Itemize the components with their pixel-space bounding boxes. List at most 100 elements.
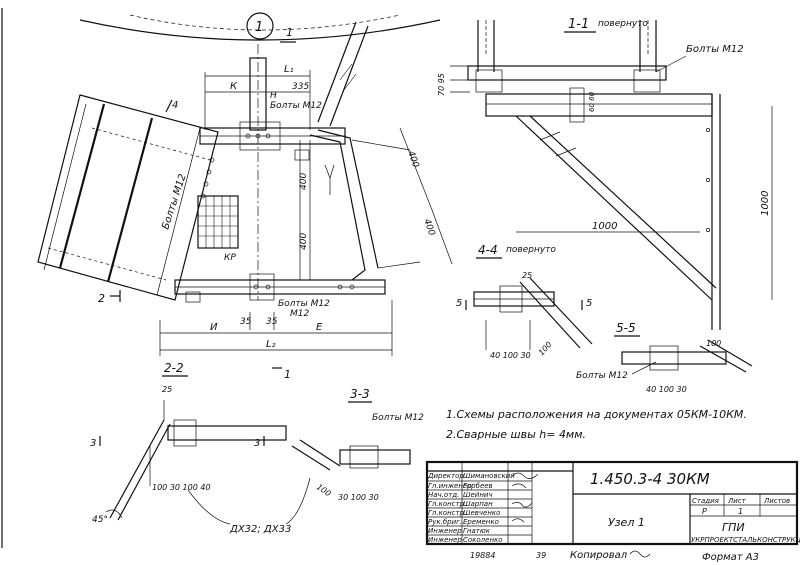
note-1: 1.Схемы расположения на документах 05КМ-… [446, 408, 747, 421]
dim-e: Е [316, 322, 323, 333]
tb-sheet-h: Лист [727, 497, 747, 505]
section-4-4: 4-4 повернуто 25 5 5 40 100 30 100 [456, 243, 593, 360]
note-2: 2.Сварные швы h= 4мм. [446, 428, 586, 441]
section-3-3-bolts: Болты М12 [372, 413, 424, 423]
section-4-4-title: 4-4 [478, 243, 498, 257]
section-mark-bottom: 1 [284, 368, 291, 381]
tb-sheet: 1 [738, 507, 743, 516]
tb-stage: Р [702, 507, 707, 516]
bolt-group-1-1 [706, 128, 710, 232]
profiles-label: ДХ32; ДХ33 [229, 524, 291, 535]
bolts-label-main-top: Болты М12 [270, 101, 322, 111]
dim-k: К [230, 81, 238, 92]
footer-num: 19884 [470, 551, 495, 560]
main-view: 1 1 L₁ К 335 Н Болты М12 [37, 12, 453, 381]
section-1-1: 1-1 повернуто Болты М12 70 95 60 60 1000… [437, 17, 773, 330]
section-mark-2: 2 [98, 292, 105, 305]
dim-35-b: 35 [266, 317, 278, 327]
section-3-3: 3-3 Болты М12 100 30 100 30 [291, 387, 424, 502]
dim-400-d: 400 [421, 218, 436, 238]
bolts-label-main-left: Болты М12 [160, 173, 188, 231]
dim-1000-v: 1000 [760, 191, 771, 216]
section-2-2-d25: 25 [162, 385, 172, 394]
tb-name-0: Шимановский [463, 472, 515, 480]
section-2-2-angle: 45° [92, 515, 108, 525]
hatched-plate [197, 195, 239, 249]
section-3-3-dims: 30 100 30 [338, 493, 379, 502]
section-2-2: 2-2 25 3 3 100 30 100 40 45° [90, 361, 287, 525]
section-5-5-dims: 40 100 30 [646, 385, 687, 394]
tb-code: 1.450.3-4 30КМ [590, 470, 710, 488]
dim-60-60: 60 60 [588, 91, 596, 112]
tb-name-3: Шарпан [463, 500, 493, 508]
section-5-5-bolts: Болты М12 [576, 371, 628, 381]
left-panel [37, 94, 219, 301]
title-block: Директор Гл.инженер Нач.отд. Гл.констр. … [425, 460, 800, 546]
bolts-label-main-bottom: Болты М12 [278, 299, 330, 309]
tb-role-5: Рук.бриг. [428, 518, 462, 526]
dim-m12: М12 [290, 309, 309, 319]
node-marker: 1 [246, 12, 274, 40]
section-2-2-dims: 100 30 100 40 [152, 483, 211, 492]
dim-400-a: 400 [299, 173, 309, 190]
tb-role-7: Инженер [428, 536, 462, 544]
section-4-4-mark5b: 5 [586, 298, 592, 309]
section-2-2-mark3b: 3 [254, 438, 260, 449]
section-5-5: 5-5 Болты М12 40 100 30 100 [576, 321, 753, 394]
dim-70-95: 70 95 [437, 73, 446, 96]
footer-num2: 39 [536, 551, 546, 560]
tb-role-6: Инженер [428, 527, 462, 535]
dim-335: 335 [292, 82, 309, 92]
node-number: 1 [255, 20, 263, 35]
section-2-2-mark3a: 3 [90, 438, 96, 449]
tb-sheets-h: Листов [763, 497, 790, 505]
dim-l1: L₁ [284, 64, 294, 75]
tb-role-2: Нач.отд. [428, 491, 459, 499]
dim-1000-h: 1000 [592, 221, 617, 232]
right-panel [294, 129, 421, 281]
section-4-4-d100: 100 [537, 340, 554, 357]
section-4-4-dims: 40 100 30 [490, 351, 531, 360]
section-5-5-d100: 100 [706, 339, 721, 348]
tb-role-4: Гл.констр. [428, 509, 466, 517]
section-3-3-title: 3-3 [350, 387, 370, 401]
tb-org-2: УКРПРОЕКТСТАЛЬКОНСТРУКЦИЯ [691, 536, 800, 544]
footer: 19884 39 Копировал Формат А3 [470, 550, 759, 563]
dim-400-b: 400 [299, 233, 309, 250]
section-mark-top: 1 [286, 26, 293, 39]
notes: 1.Схемы расположения на документах 05КМ-… [446, 408, 747, 441]
section-4-4-mark5a: 5 [456, 298, 462, 309]
section-mark-4: 4 [172, 100, 178, 111]
dim-i: И [210, 322, 218, 333]
section-2-2-title: 2-2 [164, 361, 184, 375]
tb-role-1: Гл.инженер [428, 482, 472, 490]
section-3-3-d100: 100 [315, 482, 333, 498]
section-1-1-note: повернуто [598, 19, 648, 29]
tb-name-6: Гнатюк [463, 527, 491, 535]
tb-stage-h: Стадия [692, 497, 719, 505]
footer-format: Формат А3 [702, 552, 759, 563]
tb-role-0: Директор [427, 472, 464, 480]
tb-name-4: Шевченко [463, 509, 500, 517]
tb-org-1: ГПИ [722, 521, 745, 534]
tb-name-2: Шейнич [463, 491, 493, 499]
bolt-group-top [245, 133, 271, 139]
section-4-4-d25: 25 [522, 271, 532, 280]
tb-name-1: Горбеев [463, 482, 493, 490]
dim-l2: L₂ [266, 339, 276, 350]
tb-name-7: Соколенко [463, 536, 503, 544]
bolt-group-bottom [253, 284, 355, 290]
dim-n: Н [270, 91, 277, 101]
section-1-1-title: 1-1 [568, 17, 589, 32]
footer-copied: Копировал [570, 550, 628, 561]
section-5-5-title: 5-5 [616, 321, 636, 335]
dim-35-a: 35 [240, 317, 252, 327]
dim-400-c: 400 [405, 150, 420, 170]
section-1-1-bolts: Болты М12 [686, 44, 744, 55]
tb-name: Узел 1 [608, 516, 645, 529]
tb-role-3: Гл.констр. [428, 500, 466, 508]
dim-kr: КР [224, 253, 236, 263]
tb-name-5: Еременко [463, 518, 499, 526]
section-4-4-note: повернуто [506, 245, 556, 255]
